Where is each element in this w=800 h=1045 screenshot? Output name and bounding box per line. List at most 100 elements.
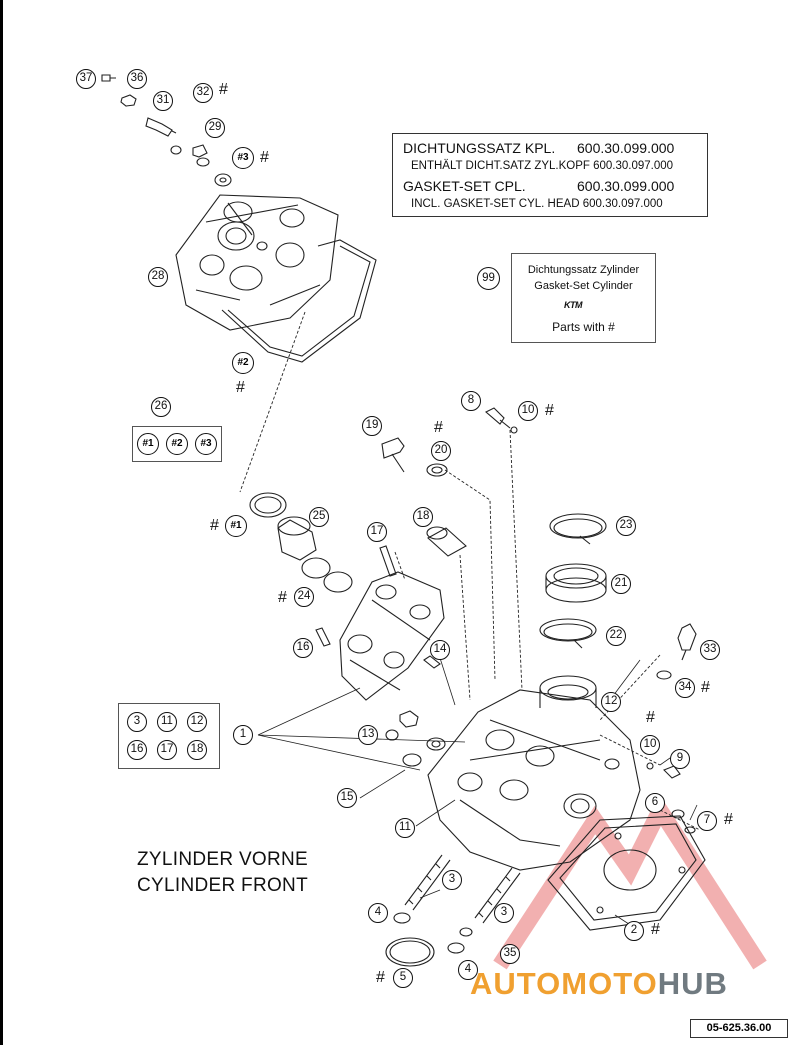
orings-24 xyxy=(301,557,353,593)
group1-item-17: 17 xyxy=(157,740,177,760)
callout-tag-3: #3 xyxy=(232,147,254,169)
oring-32 xyxy=(170,145,182,155)
plug-9 xyxy=(646,762,681,779)
tag-3: #3 xyxy=(195,433,217,455)
hash-tag2: # xyxy=(236,379,245,396)
callout-28: 28 xyxy=(148,267,168,287)
info-line1-label: DICHTUNGSSATZ KPL. xyxy=(403,140,556,156)
callout-17: 17 xyxy=(367,522,387,542)
callout-13: 13 xyxy=(358,725,378,745)
info-line4: INCL. GASKET-SET CYL. HEAD 600.30.097.00… xyxy=(411,198,663,210)
group1-item-18: 18 xyxy=(187,740,207,760)
nuts-13 xyxy=(385,710,419,741)
watermark-part2: HUB xyxy=(657,966,728,1001)
group1-item-3: 3 xyxy=(127,712,147,732)
hash-10a: # xyxy=(545,402,554,419)
hash-34: # xyxy=(701,679,710,696)
callout-7: 7 xyxy=(697,811,717,831)
callout-8: 8 xyxy=(461,391,481,411)
seal-7 xyxy=(684,826,696,834)
callout-18: 18 xyxy=(413,507,433,527)
callout-20: 20 xyxy=(431,441,451,461)
callout-21: 21 xyxy=(611,574,631,594)
group1-item-16: 16 xyxy=(127,740,147,760)
callout-33: 33 xyxy=(700,640,720,660)
callout-14: 14 xyxy=(430,640,450,660)
hash-32: # xyxy=(219,81,228,98)
ktm-logo: KTM xyxy=(564,300,583,310)
hash-7: # xyxy=(724,811,733,828)
hash-2: # xyxy=(651,921,660,938)
kit-line1: Dichtungssatz Zylinder xyxy=(527,264,640,276)
callout-3a: 3 xyxy=(442,870,462,890)
callout-10a: 10 xyxy=(518,401,538,421)
gasket-set-cylinder-kit: Dichtungssatz Zylinder Gasket-Set Cylind… xyxy=(511,253,656,343)
dowel-6 xyxy=(671,809,685,819)
clamp-22 xyxy=(539,618,597,649)
callout-35: 35 xyxy=(500,944,520,964)
hash-tag1: # xyxy=(210,517,219,534)
callout-4a: 4 xyxy=(368,903,388,923)
callout-9: 9 xyxy=(670,749,690,769)
group-1-box: 3 11 12 16 17 18 xyxy=(118,703,220,769)
callout-tag-2: #2 xyxy=(232,352,254,374)
spring-3a xyxy=(404,854,451,911)
plug-4a xyxy=(393,912,411,924)
intake-manifold-21 xyxy=(545,563,607,603)
callout-25: 25 xyxy=(309,507,329,527)
callout-15: 15 xyxy=(337,788,357,808)
plug-29 xyxy=(192,144,210,167)
tag-1: #1 xyxy=(137,433,159,455)
sensor-8 xyxy=(485,407,518,434)
bolt-37 xyxy=(101,74,116,82)
hash-5: # xyxy=(376,969,385,986)
tag-2: #2 xyxy=(166,433,188,455)
watermark-part1: AUTOMOTO xyxy=(470,966,658,1001)
washer-3 xyxy=(214,173,232,187)
watermark-text: AUTOMOTOHUB xyxy=(470,966,728,1002)
info-line3-number: 600.30.099.000 xyxy=(577,178,675,194)
callout-32: 32 xyxy=(193,83,213,103)
callout-3b: 3 xyxy=(494,903,514,923)
callout-23: 23 xyxy=(616,516,636,536)
hash-10b: # xyxy=(646,709,655,726)
pin-14 xyxy=(423,655,441,669)
hash-24: # xyxy=(278,589,287,606)
callout-36: 36 xyxy=(127,69,147,89)
callout-2: 2 xyxy=(624,921,644,941)
callout-31: 31 xyxy=(153,91,173,111)
washers-15 xyxy=(402,737,446,767)
nut-36 xyxy=(120,94,137,107)
camshaft-carrier xyxy=(339,571,445,701)
callout-11: 11 xyxy=(395,818,415,838)
kit-line2: Gasket-Set Cylinder xyxy=(534,280,633,292)
sensor-33 xyxy=(677,623,697,661)
intake-seal xyxy=(249,492,287,518)
caption-line2: CYLINDER FRONT xyxy=(137,875,308,896)
spring-3b xyxy=(474,867,521,924)
callout-1: 1 xyxy=(233,725,253,745)
plug-4b xyxy=(447,942,465,954)
cylinder-head xyxy=(427,675,641,871)
screw-19 xyxy=(381,437,405,473)
callout-22: 22 xyxy=(606,626,626,646)
caption-line1: ZYLINDER VORNE xyxy=(137,849,309,870)
info-line3-label: GASKET-SET CPL. xyxy=(403,178,526,194)
gasket-set-info-box: DICHTUNGSSATZ KPL. 600.30.099.000 ENTHÄL… xyxy=(392,133,708,217)
cylinder-gasket-2 xyxy=(547,815,706,931)
callout-4b: 4 xyxy=(458,960,478,980)
callout-6: 6 xyxy=(645,793,665,813)
watermark-triangle xyxy=(493,793,767,970)
callout-5: 5 xyxy=(393,968,413,988)
group1-item-12: 12 xyxy=(187,712,207,732)
info-line2: ENTHÄLT DICHT.SATZ ZYL.KOPF 600.30.097.0… xyxy=(411,160,674,172)
callout-tag-1: #1 xyxy=(225,515,247,537)
callout-99: 99 xyxy=(477,267,500,290)
clamp-23 xyxy=(549,513,607,545)
document-reference: 05-625.36.00 xyxy=(690,1019,788,1038)
callout-24: 24 xyxy=(294,587,314,607)
oring-5 xyxy=(385,937,435,967)
callout-16: 16 xyxy=(293,638,313,658)
insulator-25 xyxy=(277,516,317,561)
